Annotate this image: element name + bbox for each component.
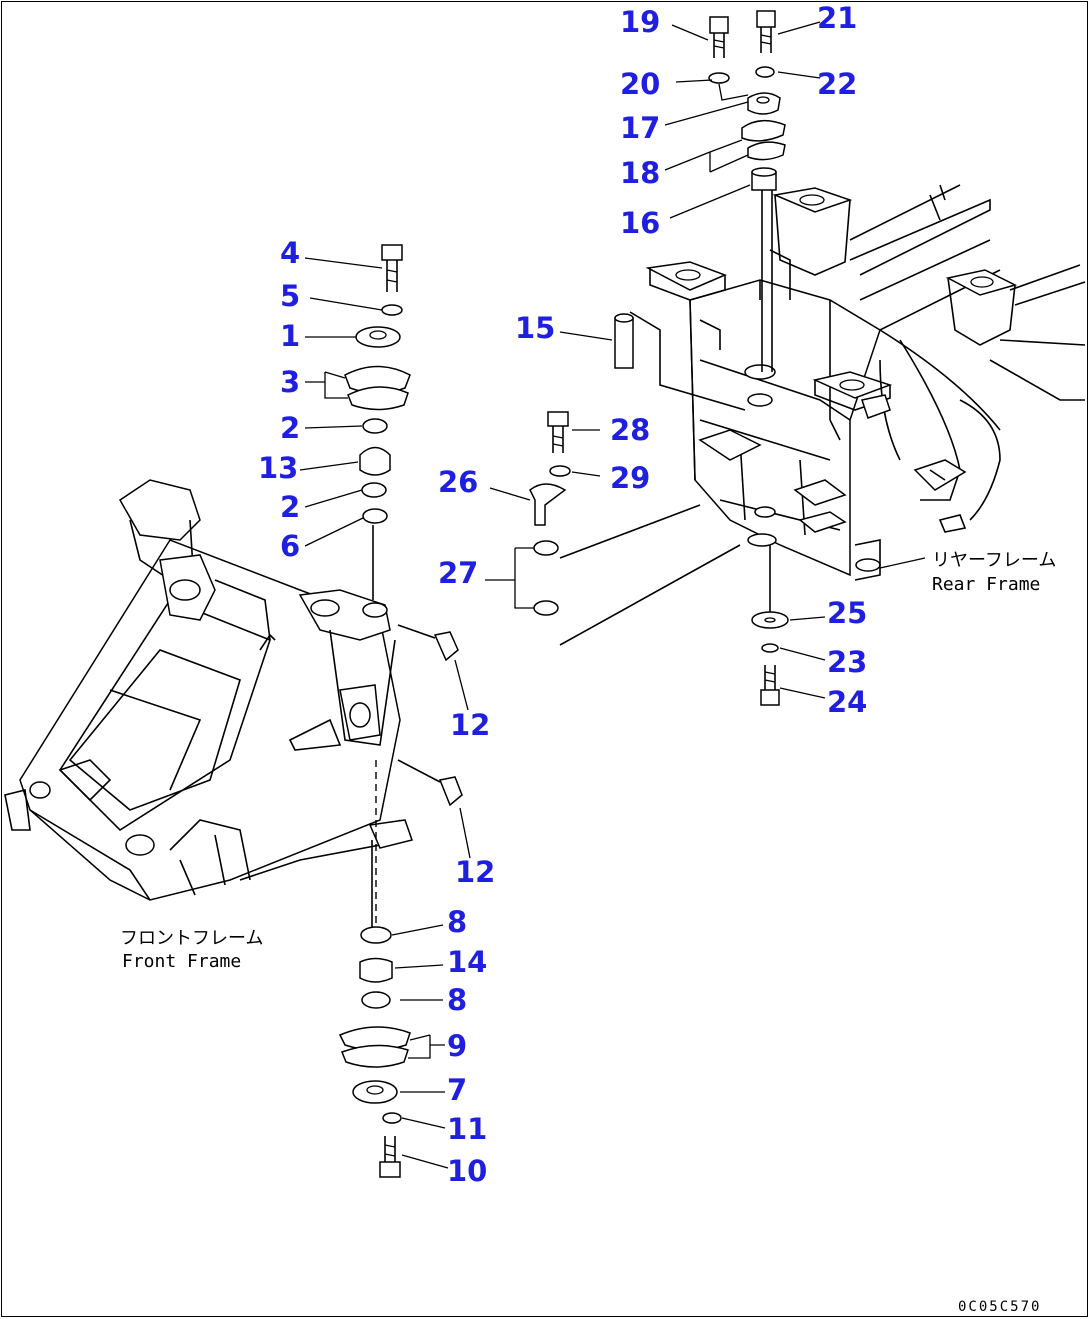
drawing-code: 0C05C570: [958, 1299, 1041, 1315]
part-number-5: 5: [280, 279, 300, 313]
front-frame: [4, 479, 413, 901]
part-number-10: 10: [447, 1154, 487, 1188]
part-number-18: 18: [620, 156, 660, 190]
rear-joint-parts: [529, 10, 789, 706]
part-number-13: 13: [258, 451, 298, 485]
rear-frame: [645, 184, 1086, 581]
front-axis-lines: [371, 525, 377, 930]
part-number-28: 28: [610, 413, 650, 447]
part-number-25: 25: [827, 596, 867, 630]
part-number-16: 16: [620, 206, 660, 240]
part-number-22: 22: [817, 67, 857, 101]
part-number-23: 23: [827, 645, 867, 679]
part-number-27: 27: [438, 556, 478, 590]
part-number-11: 11: [447, 1112, 487, 1146]
front-frame-caption-en: Front Frame: [122, 951, 241, 972]
part-number-8-lower: 8: [447, 983, 467, 1017]
captions: フロントフレーム Front Frame リヤーフレーム Rear Frame …: [120, 550, 1056, 1315]
part-number-24: 24: [827, 685, 867, 719]
part-number-4: 4: [280, 236, 300, 270]
part-numbers: 19 21 20 22 17 18 16 15 28 29 26 27 25 2…: [258, 1, 867, 1188]
part-number-1: 1: [280, 319, 300, 353]
part-number-9: 9: [447, 1029, 467, 1063]
part-number-21: 21: [817, 1, 857, 35]
part-number-2-lower: 2: [280, 490, 300, 524]
part-number-12-lower: 12: [455, 855, 495, 889]
part-number-20: 20: [620, 67, 660, 101]
part-number-3: 3: [280, 365, 300, 399]
part-number-12-upper: 12: [450, 708, 490, 742]
front-frame-caption-jp: フロントフレーム: [120, 928, 263, 949]
rear-frame-caption-en: Rear Frame: [932, 574, 1040, 595]
part-number-19: 19: [620, 5, 660, 39]
part-number-17: 17: [620, 111, 660, 145]
part-number-26: 26: [438, 465, 478, 499]
part-number-15: 15: [515, 311, 555, 345]
part-number-29: 29: [610, 461, 650, 495]
part-number-8-upper: 8: [447, 905, 467, 939]
part-number-6: 6: [280, 529, 300, 563]
front-joint-parts: [338, 244, 463, 1178]
rear-frame-caption-jp: リヤーフレーム: [932, 550, 1056, 571]
part-number-2-upper: 2: [280, 411, 300, 445]
part-number-14: 14: [447, 945, 487, 979]
rear-axis-lines: [559, 190, 773, 646]
leader-lines: [299, 21, 926, 1169]
part-number-7: 7: [447, 1073, 467, 1107]
